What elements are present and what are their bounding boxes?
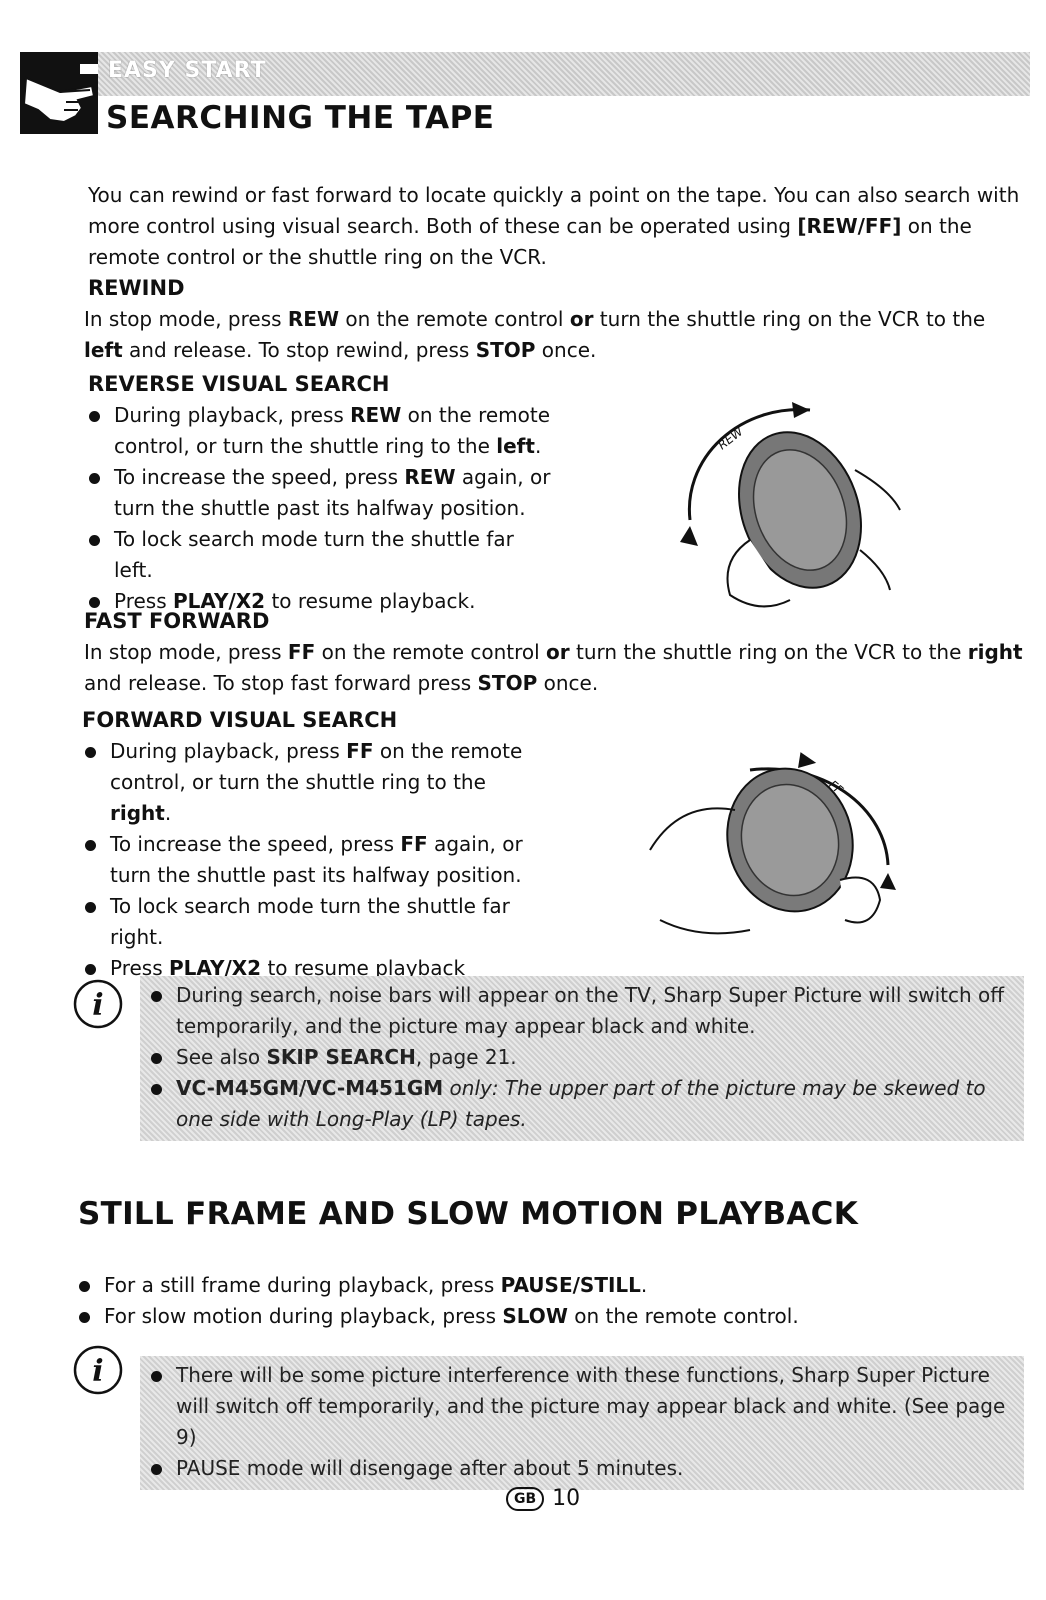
note-still: There will be some picture interference … — [140, 1356, 1024, 1490]
info-icon: i — [72, 1344, 124, 1400]
page-title: SEARCHING THE TAPE — [106, 100, 495, 136]
list-item: To lock search mode turn the shuttle far… — [86, 524, 556, 586]
reverse-bullets: During playback, press REW on the remote… — [86, 400, 556, 617]
rewind-heading: REWIND — [88, 276, 185, 300]
still-section: For a still frame during playback, press… — [76, 1270, 1016, 1332]
intro-paragraph: You can rewind or fast forward to locate… — [88, 180, 1028, 273]
list-item: To increase the speed, press REW again, … — [86, 462, 556, 524]
forward-visual-search: FORWARD VISUAL SEARCH During playback, p… — [82, 705, 532, 984]
list-item: During playback, press REW on the remote… — [86, 400, 556, 462]
intro-text: You can rewind or fast forward to locate… — [88, 183, 1020, 238]
list-item: During search, noise bars will appear on… — [148, 980, 1008, 1042]
ff-text: In stop mode, press FF on the remote con… — [84, 640, 1023, 695]
ff-heading: FAST FORWARD — [84, 609, 270, 633]
rewind-section: REWIND In stop mode, press REW on the re… — [84, 273, 1029, 366]
svg-text:i: i — [92, 988, 103, 1023]
forward-bullets: During playback, press FF on the remote … — [82, 736, 532, 984]
reverse-visual-search: REVERSE VISUAL SEARCH During playback, p… — [86, 369, 556, 617]
list-item: PAUSE mode will disengage after about 5 … — [148, 1453, 1008, 1484]
section-badge: EASY START — [108, 58, 267, 83]
page-number: 10 — [552, 1486, 581, 1511]
rewind-text: In stop mode, press REW on the remote co… — [84, 307, 986, 362]
svg-text:i: i — [92, 1354, 103, 1389]
region-badge: GB — [506, 1486, 545, 1511]
list-item: For slow motion during playback, press S… — [76, 1301, 1016, 1332]
shuttle-ring-left-illustration: REW — [660, 390, 940, 624]
list-item: During playback, press FF on the remote … — [82, 736, 532, 829]
shuttle-ring-right-illustration: FF — [640, 740, 920, 954]
forward-heading: FORWARD VISUAL SEARCH — [82, 708, 398, 732]
ring-label-rew: REW — [715, 424, 746, 453]
section-title-still: STILL FRAME AND SLOW MOTION PLAYBACK — [78, 1196, 859, 1232]
list-item: To increase the speed, press FF again, o… — [82, 829, 532, 891]
reverse-heading: REVERSE VISUAL SEARCH — [88, 372, 390, 396]
list-item: For a still frame during playback, press… — [76, 1270, 1016, 1301]
intro-text-end: on the remote control or the shuttle rin… — [88, 214, 972, 269]
list-item: There will be some picture interference … — [148, 1360, 1008, 1453]
list-item: To lock search mode turn the shuttle far… — [82, 891, 532, 953]
pointing-hand-icon — [20, 52, 98, 134]
fast-forward-section: FAST FORWARD In stop mode, press FF on t… — [84, 606, 1029, 699]
header-banner: EASY START — [20, 52, 1030, 96]
list-item: VC-M45GM/VC-M451GM only: The upper part … — [148, 1073, 1008, 1135]
list-item: Press PLAY/X2 to resume playback. — [86, 586, 556, 617]
page-footer: GB 10 — [506, 1486, 580, 1511]
key-rew-ff: [REW/FF] — [797, 214, 902, 238]
list-item: See also SKIP SEARCH, page 21. — [148, 1042, 1008, 1073]
info-icon: i — [72, 978, 124, 1034]
note-search: During search, noise bars will appear on… — [140, 976, 1024, 1141]
